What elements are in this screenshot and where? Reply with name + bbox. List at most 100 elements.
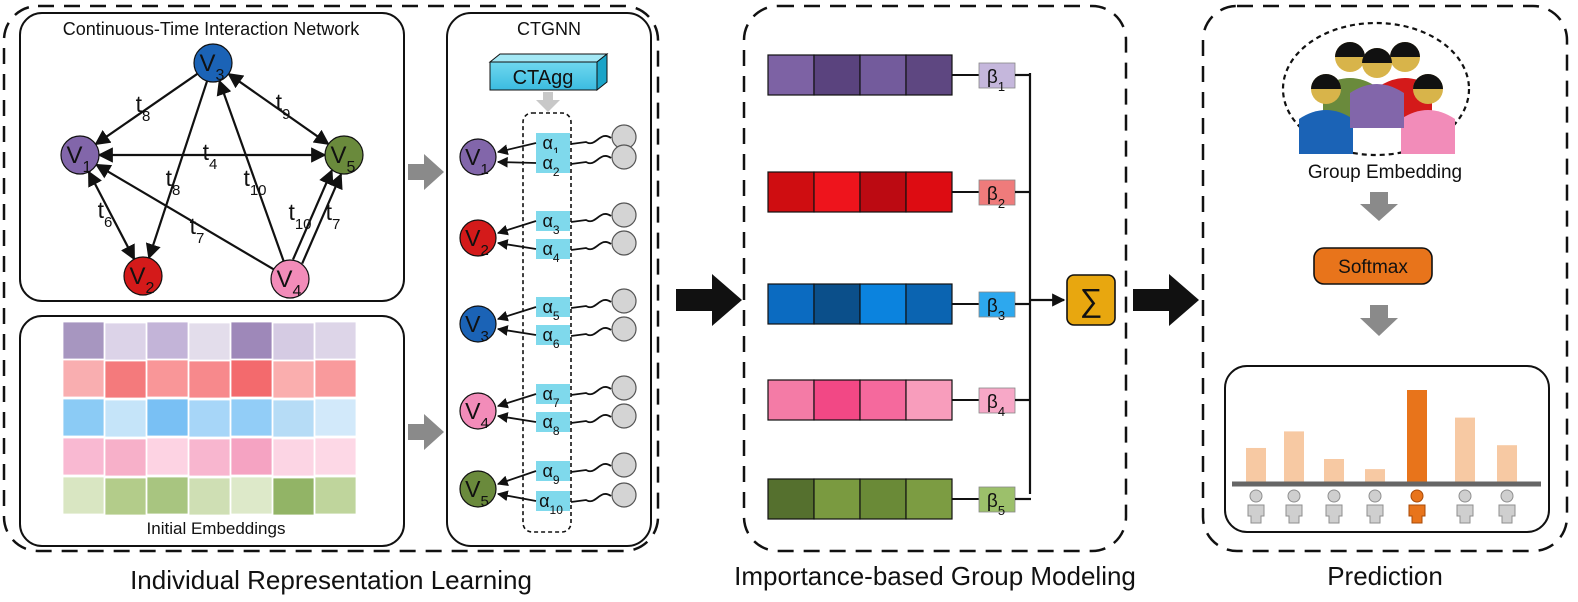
edge-v4-v1 [95, 163, 275, 271]
embeddings-title: Initial Embeddings [147, 519, 286, 538]
embedding-cell [314, 476, 357, 515]
node-label-v5-base: V [331, 142, 347, 169]
prediction-bar [1407, 390, 1427, 482]
attention-arrow [496, 239, 537, 250]
edge-label-4-sub: 8 [172, 182, 180, 199]
beta-label-3-sub: 3 [998, 308, 1005, 323]
alpha-box [536, 461, 570, 481]
alpha-label-2-sub: 2 [553, 165, 560, 179]
edge-label-3-base: t [203, 139, 210, 165]
embedding-cell [272, 399, 315, 438]
beta-label-3-base: β [987, 296, 998, 317]
edge-label-5: t10 [243, 165, 266, 199]
beta-label-2-base: β [987, 184, 998, 205]
edge-label-9-sub: 7 [332, 216, 340, 233]
vector-cell [905, 171, 953, 213]
ctagg-label: CTAgg [513, 67, 574, 89]
edge-label-4-base: t [166, 165, 173, 191]
neighbor-link [570, 463, 612, 473]
sum-symbol: ∑ [1080, 282, 1103, 318]
individual-section-frame [2, 4, 660, 553]
softmax-label: Softmax [1338, 257, 1408, 278]
attention-arrow [496, 412, 537, 423]
embedding-cell [314, 437, 357, 476]
embedding-cell [146, 437, 189, 476]
alpha-box [536, 153, 570, 173]
node-label-v5-sub: 5 [347, 159, 356, 176]
edge-label-7: t7 [190, 213, 205, 247]
edge-label-8-sub: 10 [295, 216, 312, 233]
edge-label-1-base: t [136, 91, 143, 117]
ctgnn-node-label-v5-sub: 5 [481, 493, 489, 510]
neighbor-node [611, 375, 637, 401]
group-people-icon [1299, 42, 1455, 154]
neighbor-link [570, 213, 612, 223]
sum-box [1066, 274, 1116, 326]
alpha-label-1-base: α [542, 133, 552, 153]
vector-cell [767, 379, 815, 421]
edge-label-6-base: t [98, 197, 105, 223]
embedding-cell [62, 398, 105, 437]
edge-label-3: t4 [203, 139, 218, 173]
node-v1 [60, 135, 100, 175]
prediction-bar [1365, 469, 1385, 482]
edge-label-2-sub: 9 [282, 106, 290, 123]
beta-label-4-sub: 4 [998, 404, 1005, 419]
edge-v3-v2 [145, 80, 209, 260]
alpha-label-7: α7 [542, 384, 559, 410]
embedding-cell [62, 321, 105, 360]
embedding-to-ctgnn-arrow [408, 414, 444, 450]
edge-label-2-base: t [276, 89, 283, 115]
embedding-cell [188, 360, 231, 399]
ctgnn-title: CTGNN [517, 19, 581, 39]
alpha-label-8: α8 [542, 412, 559, 438]
neighbor-link [570, 299, 612, 309]
neighbor-link [570, 327, 612, 337]
ctgnn-node-label-v5: V5 [465, 476, 489, 510]
attention-arrow [496, 142, 537, 156]
edge-label-5-base: t [243, 165, 250, 191]
beta-box [978, 62, 1016, 89]
embedding-cell [230, 321, 273, 360]
attention-arrow [496, 306, 537, 322]
ctgnn-node-label-v4: V4 [465, 398, 489, 432]
alpha-label-4-base: α [542, 239, 552, 259]
node-v2 [123, 256, 163, 296]
neighbor-link [570, 414, 612, 424]
candidate-person-icon [1366, 489, 1384, 524]
embedding-cell [146, 398, 189, 437]
alpha-label-5-base: α [542, 297, 552, 317]
edge-label-7-base: t [190, 213, 197, 239]
alpha-label-6: α6 [542, 325, 559, 351]
ctgnn-node-v5 [459, 470, 497, 508]
alpha-label-3-sub: 3 [553, 223, 560, 237]
ctgnn-node-label-v1: V1 [465, 144, 489, 178]
alpha-box [536, 384, 570, 404]
beta-label-3: β3 [987, 296, 1005, 323]
edge-label-8: t10 [288, 199, 311, 233]
neighbor-link [570, 135, 612, 145]
section-title-individual: Individual Representation Learning [130, 565, 532, 595]
ctgnn-node-v4 [459, 392, 497, 430]
node-label-v4-base: V [277, 266, 293, 293]
vector-cell [767, 171, 815, 213]
attention-arrow [496, 470, 537, 486]
attention-arrow [496, 393, 537, 409]
vector-cell [767, 54, 815, 96]
vector-cell [813, 478, 861, 520]
alpha-label-7-sub: 7 [553, 396, 560, 410]
network-panel: Continuous-Time Interaction Network t8t9… [19, 12, 405, 302]
node-v5 [324, 135, 364, 175]
alpha-label-1-sub: 1 [553, 145, 560, 159]
neighbor-node [611, 230, 637, 256]
neighbor-link [570, 493, 612, 503]
prediction-bar [1246, 447, 1266, 482]
embedding-cell [188, 399, 231, 438]
alpha-label-5: α5 [542, 297, 559, 323]
section-frames [2, 4, 1569, 553]
node-label-v1-sub: 1 [83, 159, 92, 176]
candidate-icons [1247, 489, 1516, 524]
